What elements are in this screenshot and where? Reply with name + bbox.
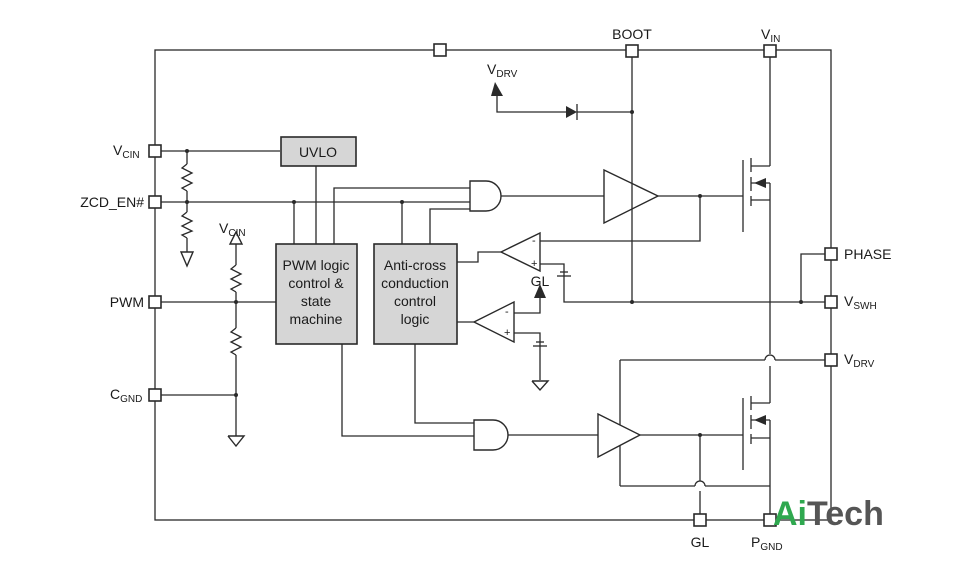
vdrv-pin-label: VDRV [844, 351, 875, 370]
pgnd-pin [763, 513, 777, 527]
svg-text:+: + [531, 258, 537, 270]
pwm-label: PWM [110, 294, 144, 310]
gl-pin-label: GL [691, 534, 710, 550]
internal-vcin-label: VCIN [219, 220, 246, 239]
boot-pin [625, 44, 639, 58]
high-side-mosfet [742, 57, 771, 354]
uvlo-label: UVLO [299, 144, 337, 160]
svg-text:-: - [532, 235, 536, 247]
anti-cross-line-1: Anti-cross [384, 257, 446, 273]
anti-cross-line-3: control [394, 293, 436, 309]
internal-vdrv-label: VDRV [487, 61, 518, 80]
zcd-en-pin [148, 195, 162, 209]
phase-label: PHASE [844, 246, 891, 262]
high-side-driver [603, 168, 660, 225]
internal-gl-label: GL [531, 273, 550, 289]
vcin-label: VCIN [113, 142, 140, 161]
vin-label: VIN [761, 26, 780, 45]
pwm-logic-block [275, 243, 358, 345]
vin-pin [763, 44, 777, 58]
gl-comparator [472, 300, 515, 344]
pgnd-label: PGND [751, 534, 783, 553]
vdrv-pin [824, 353, 838, 367]
pwm-logic-line-4: machine [290, 311, 343, 327]
anti-cross-line-2: conduction [381, 275, 449, 291]
vcin-pin [148, 144, 162, 158]
vswh-pin [824, 295, 838, 309]
pwm-logic-line-1: PWM logic [283, 257, 350, 273]
lower-and-gate [473, 419, 509, 451]
ic-package-outline [154, 49, 832, 521]
low-side-mosfet [742, 366, 771, 514]
zero-cross-comparator [499, 231, 541, 273]
ground-symbol [227, 435, 246, 448]
comparator-ground [531, 380, 550, 392]
top-nc-pin [433, 43, 447, 57]
ground-arrow [179, 251, 195, 268]
low-side-driver [597, 412, 642, 459]
aitech-watermark: AiTech [773, 495, 884, 533]
phase-pin [824, 247, 838, 261]
boot-diode [491, 82, 632, 120]
gl-pin [693, 513, 707, 527]
upper-and-gate [469, 180, 502, 212]
svg-text:-: - [505, 306, 509, 318]
boot-label: BOOT [612, 26, 652, 42]
left-input-network [161, 149, 470, 448]
pwm-logic-line-3: state [301, 293, 332, 309]
uvlo-block [280, 136, 357, 167]
cgnd-label: CGND [110, 386, 142, 405]
svg-text:+: + [504, 327, 510, 339]
anti-cross-block [373, 243, 458, 345]
vswh-label: VSWH [844, 293, 877, 312]
pwm-logic-line-2: control & [288, 275, 344, 291]
cgnd-pin [148, 388, 162, 402]
anti-cross-line-4: logic [401, 311, 430, 327]
pwm-pin [148, 295, 162, 309]
zcd-en-label: ZCD_EN# [80, 194, 144, 210]
